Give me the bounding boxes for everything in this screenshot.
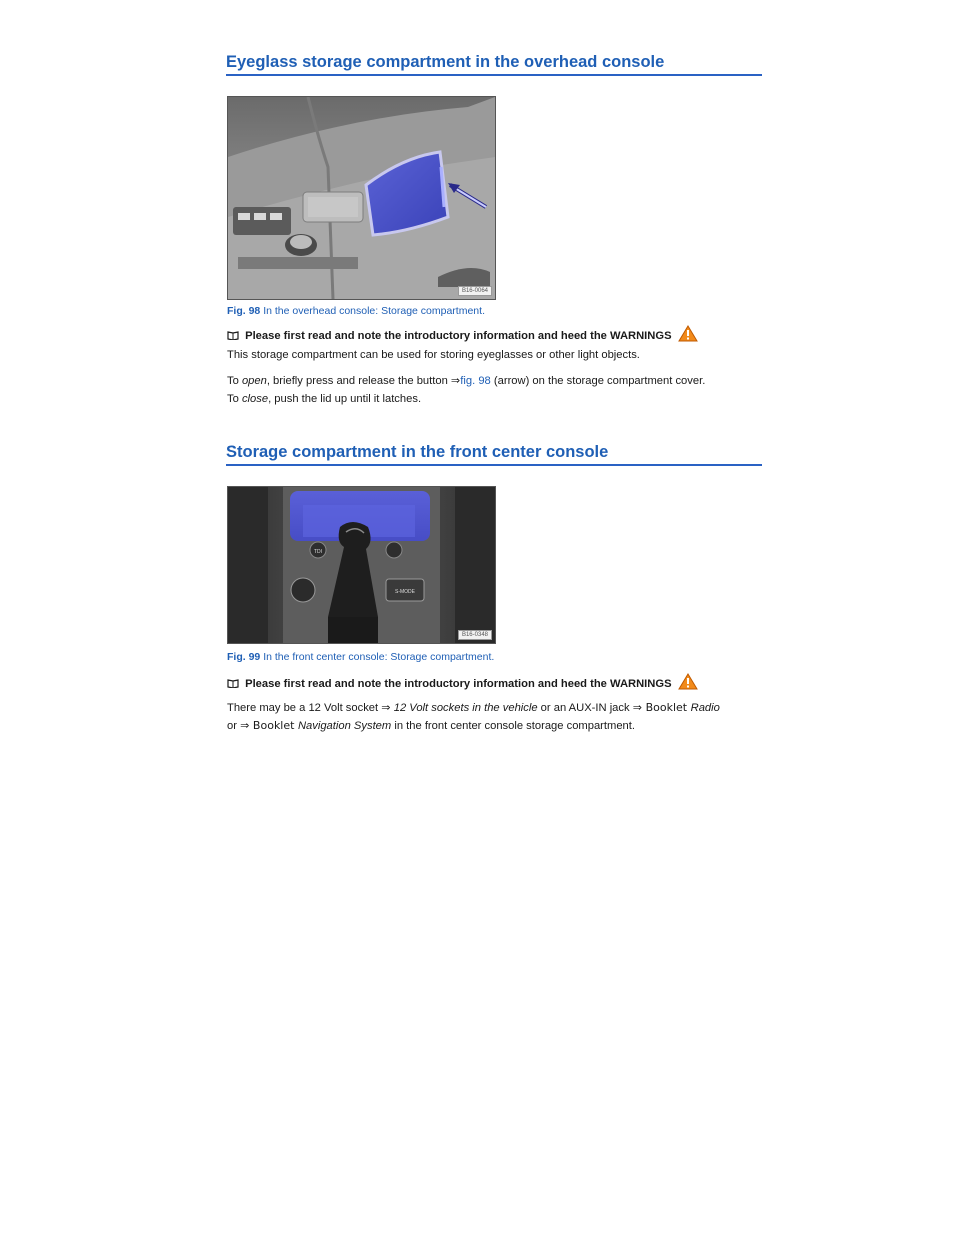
section-heading-eyeglass: Eyeglass storage compartment in the over…	[226, 53, 762, 76]
figure-code: B16-0348	[457, 630, 492, 640]
navigation-booklet-link[interactable]: Navigation System	[297, 720, 392, 732]
intro-note: Please first read and note the introduct…	[227, 673, 767, 693]
book-icon	[227, 331, 239, 340]
warning-icon[interactable]	[677, 325, 698, 342]
arrow-glyph: ⇒	[632, 702, 643, 714]
figure-caption: Fig. 99 In the front center console: Sto…	[227, 651, 494, 663]
intro-note-text[interactable]: Please first read and note the introduct…	[245, 330, 672, 342]
body-text: There may be a 12 Volt socket ⇒ 12 Volt …	[227, 699, 767, 735]
open-instruction: To open, briefly press and release the b…	[227, 373, 767, 390]
intro-note-text[interactable]: Please first read and note the introduct…	[245, 678, 672, 690]
booklet-label: Booklet	[249, 719, 298, 732]
figure-number: Fig. 98	[227, 305, 261, 317]
text: To	[227, 393, 242, 405]
figure-caption-text: In the front center console: Storage com…	[263, 651, 495, 663]
intro-note: Please first read and note the introduct…	[227, 325, 767, 345]
arrow-glyph: ⇒	[240, 720, 250, 732]
open-term: open	[241, 375, 267, 387]
text: There may be a 12 Volt socket	[227, 702, 382, 714]
section-heading-center-console: Storage compartment in the front center …	[226, 443, 762, 466]
close-term: close	[241, 393, 269, 405]
tdi-button-label: TDI	[314, 549, 322, 555]
warning-icon[interactable]	[677, 673, 698, 690]
fig-98-link[interactable]: fig. 98	[460, 375, 491, 387]
text: or	[227, 720, 241, 732]
close-instruction: To close, push the lid up until it latch…	[227, 391, 767, 408]
overhead-console-illustration	[228, 97, 495, 299]
text: (arrow) on the storage compartment cover…	[490, 375, 706, 387]
s-mode-button-label: S-MODE	[395, 589, 416, 595]
12-volt-sockets-link[interactable]: 12 Volt sockets in the vehicle	[390, 702, 538, 714]
radio-booklet-link[interactable]: Radio	[690, 702, 720, 714]
text: , push the lid up until it latches.	[268, 393, 422, 405]
figure-center-console: TDI S-MODE B16-0348	[227, 486, 496, 644]
text: , briefly press and release the button	[266, 375, 451, 387]
book-icon	[227, 679, 239, 688]
figure-code: B16-0064	[457, 286, 492, 296]
arrow-glyph: ⇒	[450, 375, 461, 387]
figure-number: Fig. 99	[227, 651, 261, 663]
booklet-label: Booklet	[642, 701, 691, 714]
center-console-illustration: TDI S-MODE	[228, 487, 495, 643]
figure-caption-text: In the overhead console: Storage compart…	[263, 305, 485, 317]
arrow-glyph: ⇒	[381, 702, 391, 714]
text: To	[227, 375, 242, 387]
text: or an AUX-IN jack	[537, 702, 633, 714]
body-text: This storage compartment can be used for…	[227, 349, 640, 361]
figure-caption: Fig. 98 In the overhead console: Storage…	[227, 305, 485, 317]
text: in the front center console storage comp…	[391, 720, 635, 732]
figure-overhead-console: B16-0064	[227, 96, 496, 300]
